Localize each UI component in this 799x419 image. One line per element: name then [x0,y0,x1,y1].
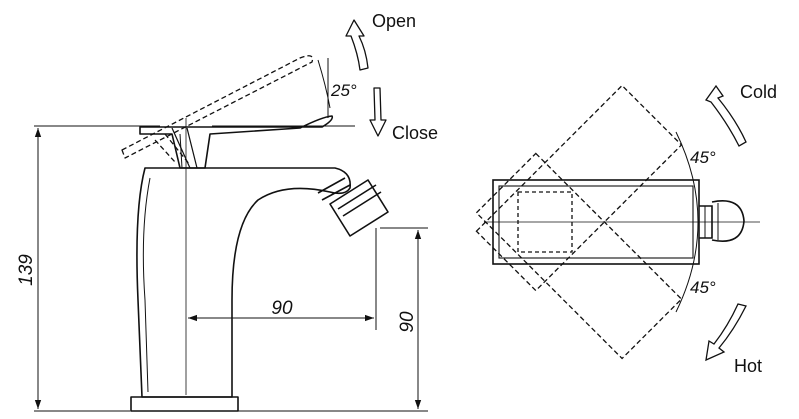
spout-height-90-label: 90 [397,311,418,333]
handle-closed [139,115,334,169]
angle-25-label: 25° [330,81,357,100]
open-arrow-icon [345,19,369,71]
rotation-arc [675,131,699,313]
faucet-base-plate [130,396,239,412]
close-label: Close [392,123,438,143]
faucet-body-inner-line [142,177,151,393]
cold-angle-label: 45° [690,148,716,167]
handle-open-dashed [121,55,314,159]
top-view [475,84,760,362]
height-139-label: 139 [16,254,37,286]
hot-angle-label: 45° [690,278,716,297]
reach-90-label: 90 [271,298,293,319]
hot-arrow-icon [705,303,747,362]
side-view [34,19,428,412]
hot-label: Hot [734,356,762,376]
cold-label: Cold [740,82,777,102]
faucet-body-outline [136,167,352,398]
spout-aerator [317,177,389,237]
open-label: Open [372,11,416,31]
close-arrow-icon [369,87,387,137]
cold-arrow-icon [704,84,747,147]
handle-top-hot-dashed [475,152,683,360]
handle-top-cold-dashed [475,84,683,292]
